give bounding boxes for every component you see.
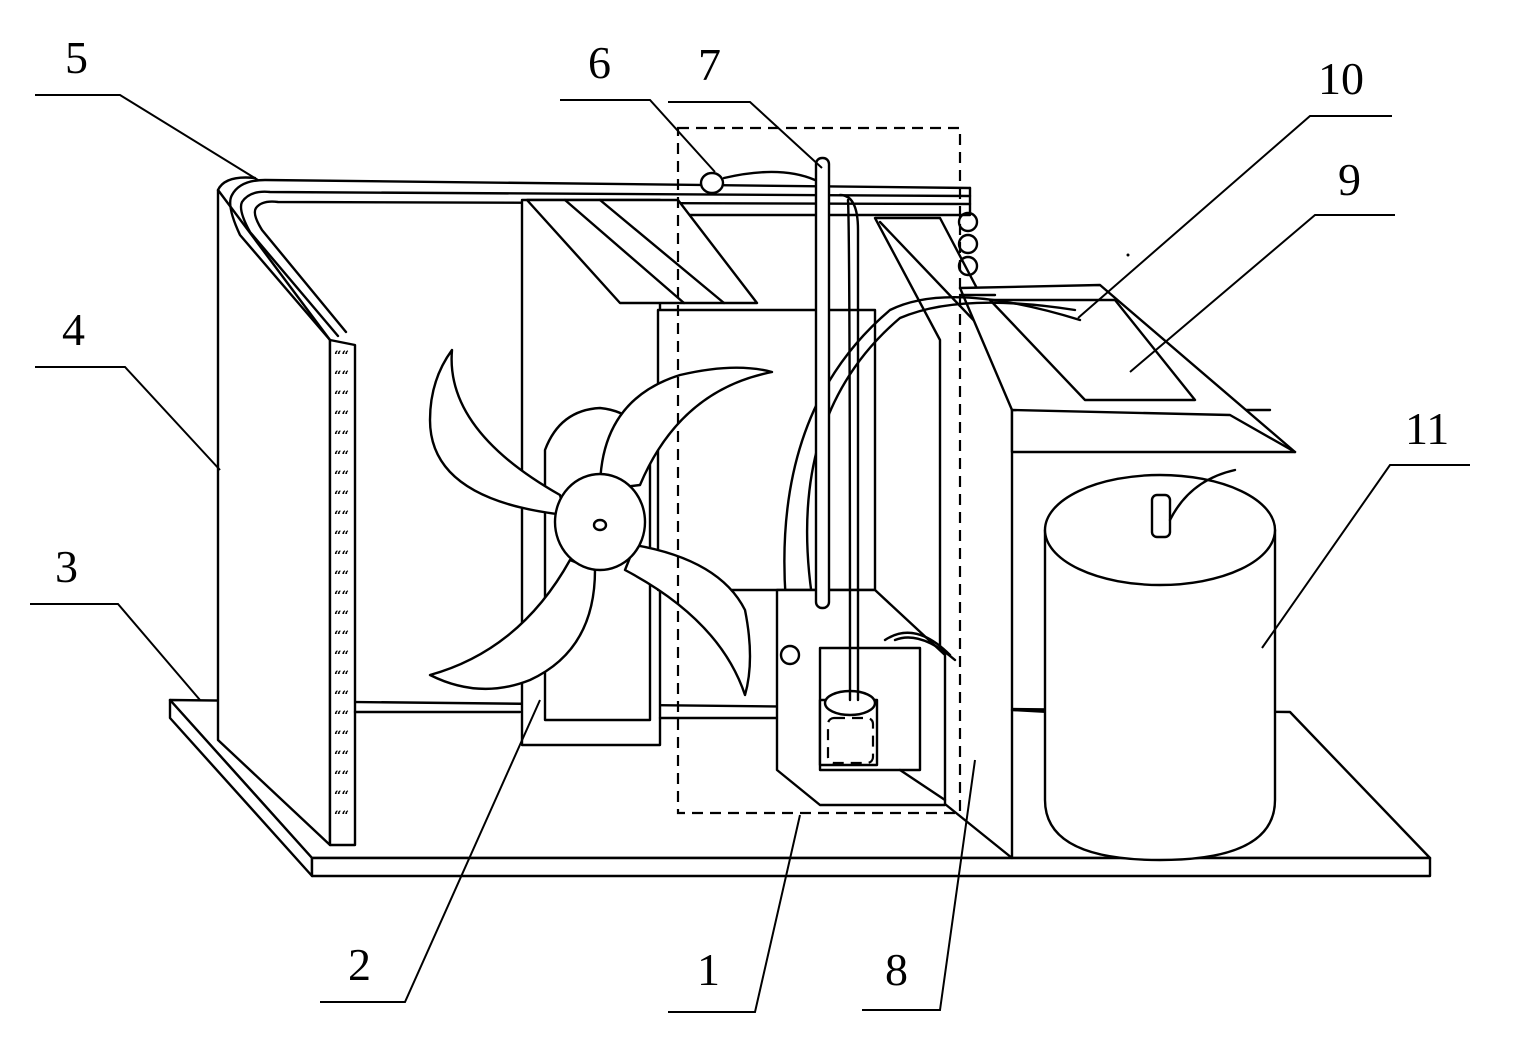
spray-valve	[699, 170, 817, 195]
fin-mark: ““	[334, 649, 349, 664]
speck	[1126, 253, 1130, 257]
callout-5: 5	[65, 32, 88, 83]
fin-mark: ““	[334, 349, 349, 364]
callout-3: 3	[55, 541, 78, 592]
fin-mark: ““	[334, 809, 349, 824]
fin-mark: ““	[334, 509, 349, 524]
fin-mark: ““	[334, 529, 349, 544]
fin-mark: ““	[334, 549, 349, 564]
fin-mark: ““	[334, 409, 349, 424]
fin-mark: ““	[334, 689, 349, 704]
callouts: 1 2 3 4 5 6 7 8 9 10 11	[30, 32, 1470, 1013]
fin-mark: ““	[334, 709, 349, 724]
top-cover	[958, 283, 1297, 454]
module-boundary	[676, 126, 962, 815]
compressor	[1043, 468, 1277, 862]
fin-mark: ““	[334, 489, 349, 504]
callout-11: 11	[1405, 403, 1449, 454]
vertical-pipe	[814, 156, 860, 702]
fin-mark: ““	[334, 749, 349, 764]
fin-mark: ““	[334, 429, 349, 444]
fin-mark: ““	[334, 449, 349, 464]
fin-mark: ““	[334, 729, 349, 744]
condenser-block	[216, 176, 522, 847]
callout-4: 4	[62, 304, 85, 355]
fin-mark: ““	[334, 369, 349, 384]
condenser-fins: ““ ““ ““ ““ ““ ““ ““ ““ ““ ““ ““ ““ ““ ““ ““ ““ ““ ““ ““ ““…	[334, 349, 349, 824]
callout-8: 8	[885, 944, 908, 995]
arc-tube	[783, 293, 1082, 642]
callout-2: 2	[348, 939, 371, 990]
fin-mark: ““	[334, 669, 349, 684]
refrigerant-tubes	[229, 178, 972, 342]
fin-mark: ““	[334, 389, 349, 404]
water-pump-unit	[775, 588, 957, 807]
fin-mark: ““	[334, 769, 349, 784]
callout-1: 1	[697, 944, 720, 995]
fan-blades	[428, 348, 774, 697]
callout-10: 10	[1318, 53, 1364, 104]
fin-mark: ““	[334, 609, 349, 624]
fin-mark: ““	[334, 589, 349, 604]
callout-9: 9	[1338, 154, 1361, 205]
callout-7: 7	[698, 39, 721, 90]
fin-mark: ““	[334, 789, 349, 804]
callout-6: 6	[588, 37, 611, 88]
fin-mark: ““	[334, 629, 349, 644]
fin-mark: ““	[334, 569, 349, 584]
fin-mark: ““	[334, 469, 349, 484]
